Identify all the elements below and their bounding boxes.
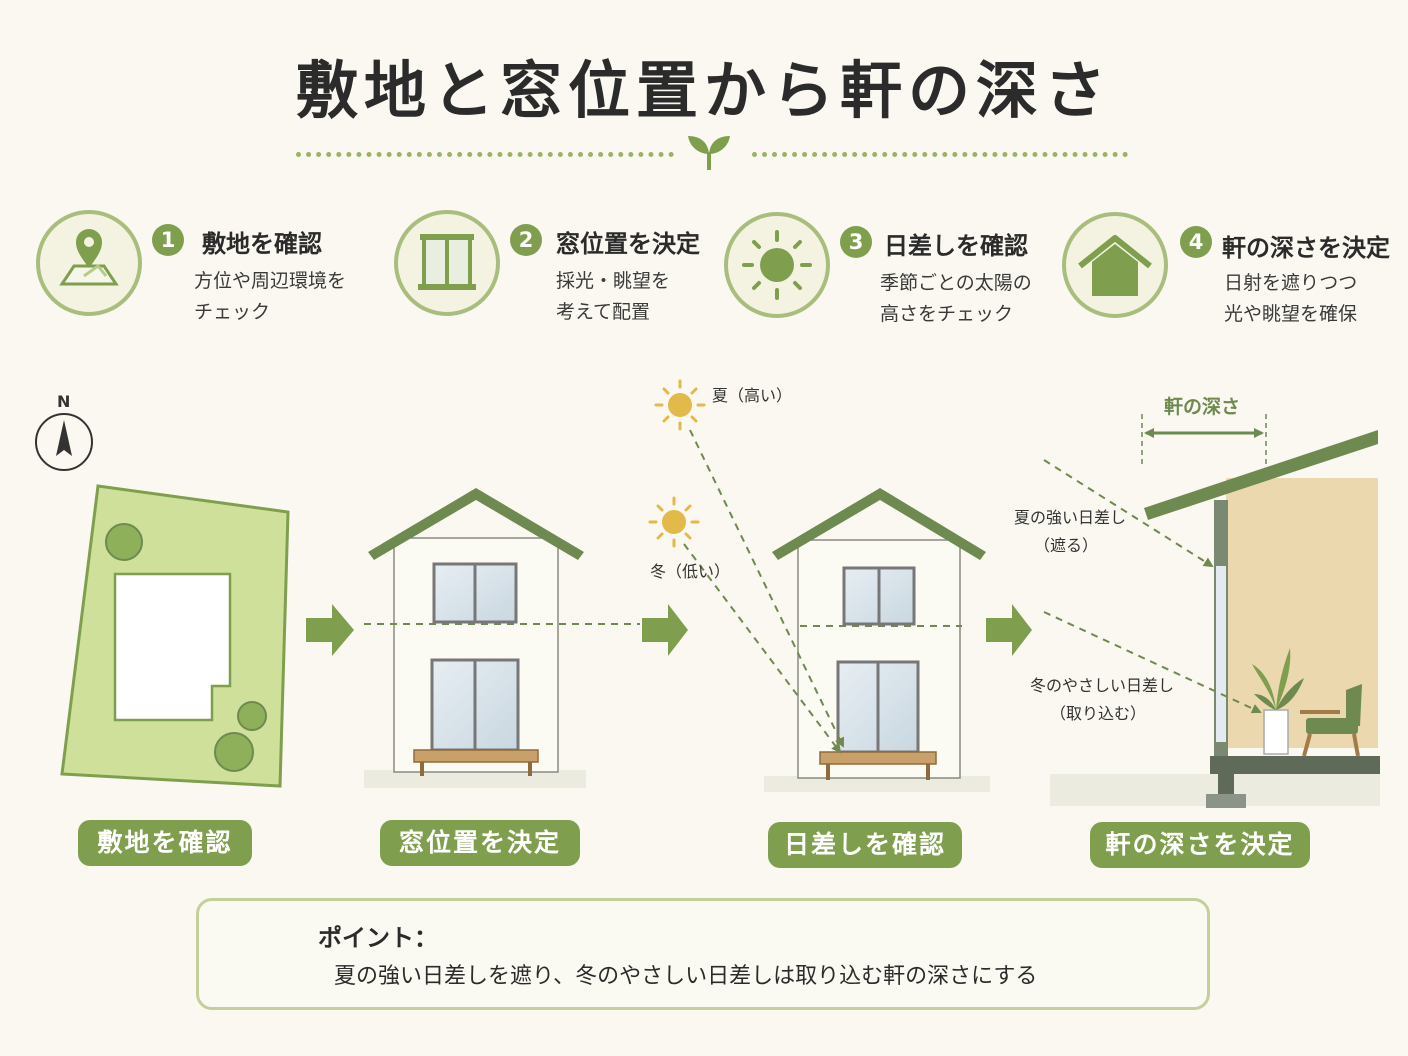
summer-sun-icon bbox=[654, 379, 706, 431]
step3-pill: 日差しを確認 bbox=[768, 822, 962, 868]
step4-desc-line1: 日射を遮りつつ bbox=[1224, 272, 1358, 294]
step4-icon-circle bbox=[1062, 212, 1168, 318]
step1-desc-line1: 方位や周辺環境を bbox=[194, 270, 347, 292]
flow-arrow-icon bbox=[642, 604, 688, 656]
step2-desc-line2: 考えて配置 bbox=[556, 301, 651, 323]
step1-icon-circle bbox=[36, 210, 142, 316]
sprout-icon bbox=[688, 136, 730, 170]
tree-icon bbox=[105, 523, 143, 561]
house-window-plan bbox=[364, 488, 640, 788]
point-text: 夏の強い日差しを遮り、冬のやさしい日差しは取り込む軒の深さにする bbox=[334, 964, 1038, 989]
step3-desc-line1: 季節ごとの太陽の bbox=[880, 272, 1032, 294]
step3-number: 3 bbox=[840, 226, 872, 258]
house-sun-check bbox=[764, 488, 990, 792]
window-icon bbox=[418, 234, 476, 290]
house-icon bbox=[1078, 235, 1152, 296]
step1-number: 1 bbox=[152, 224, 184, 256]
point-title: ポイント： bbox=[318, 924, 438, 952]
page-title: 敷地と窓位置から軒の深さ bbox=[295, 54, 1112, 127]
map-pin-icon bbox=[59, 229, 119, 286]
step4-desc-line2: 光や眺望を確保 bbox=[1224, 303, 1358, 325]
step4-number: 4 bbox=[1180, 226, 1212, 258]
summer-sun-note-sub: （遮る） bbox=[1034, 536, 1099, 555]
winter-eave-ray bbox=[1043, 611, 1262, 714]
summer-sun-ray bbox=[689, 429, 845, 748]
step3-title: 日差しを確認 bbox=[884, 232, 1028, 260]
eave-section bbox=[1050, 430, 1380, 808]
winter-sun-note-sub: （取り込む） bbox=[1050, 704, 1147, 723]
divider-right bbox=[752, 152, 1128, 157]
step3-desc-line2: 高さをチェック bbox=[880, 303, 1014, 325]
step1-desc-line2: チェック bbox=[194, 301, 271, 323]
flow-arrow-icon bbox=[306, 604, 354, 656]
winter-sun-note: 冬のやさしい日差し bbox=[1030, 676, 1175, 695]
step2-number: 2 bbox=[510, 224, 542, 256]
step4-title: 軒の深さを決定 bbox=[1222, 234, 1390, 262]
step2-icon-circle bbox=[394, 210, 500, 316]
summer-sun-note: 夏の強い日差し bbox=[1014, 508, 1127, 527]
winter-sun-label: 冬（低い） bbox=[650, 562, 731, 581]
divider-left bbox=[296, 152, 674, 157]
tree-icon bbox=[237, 701, 267, 731]
step1-title: 敷地を確認 bbox=[202, 230, 322, 258]
compass-icon bbox=[35, 413, 93, 471]
step4-pill: 軒の深さを決定 bbox=[1090, 822, 1310, 868]
step1-pill: 敷地を確認 bbox=[78, 820, 252, 866]
point-box bbox=[196, 898, 1210, 1010]
step2-desc-line1: 採光・眺望を bbox=[556, 270, 671, 292]
step2-title: 窓位置を決定 bbox=[556, 230, 700, 258]
flow-arrow-icon bbox=[986, 604, 1032, 656]
step3-icon-circle bbox=[724, 212, 830, 318]
site-lot bbox=[60, 484, 290, 788]
sun-icon bbox=[742, 230, 812, 300]
eave-depth-label: 軒の深さ bbox=[1164, 396, 1241, 418]
tree-icon bbox=[214, 732, 254, 772]
winter-sun-ray bbox=[683, 543, 842, 754]
summer-sun-label: 夏（高い） bbox=[712, 386, 793, 405]
step2-pill: 窓位置を決定 bbox=[380, 820, 580, 866]
compass-north-label: N bbox=[57, 392, 71, 411]
illustration-scene bbox=[35, 379, 1380, 808]
winter-sun-icon bbox=[648, 496, 700, 548]
